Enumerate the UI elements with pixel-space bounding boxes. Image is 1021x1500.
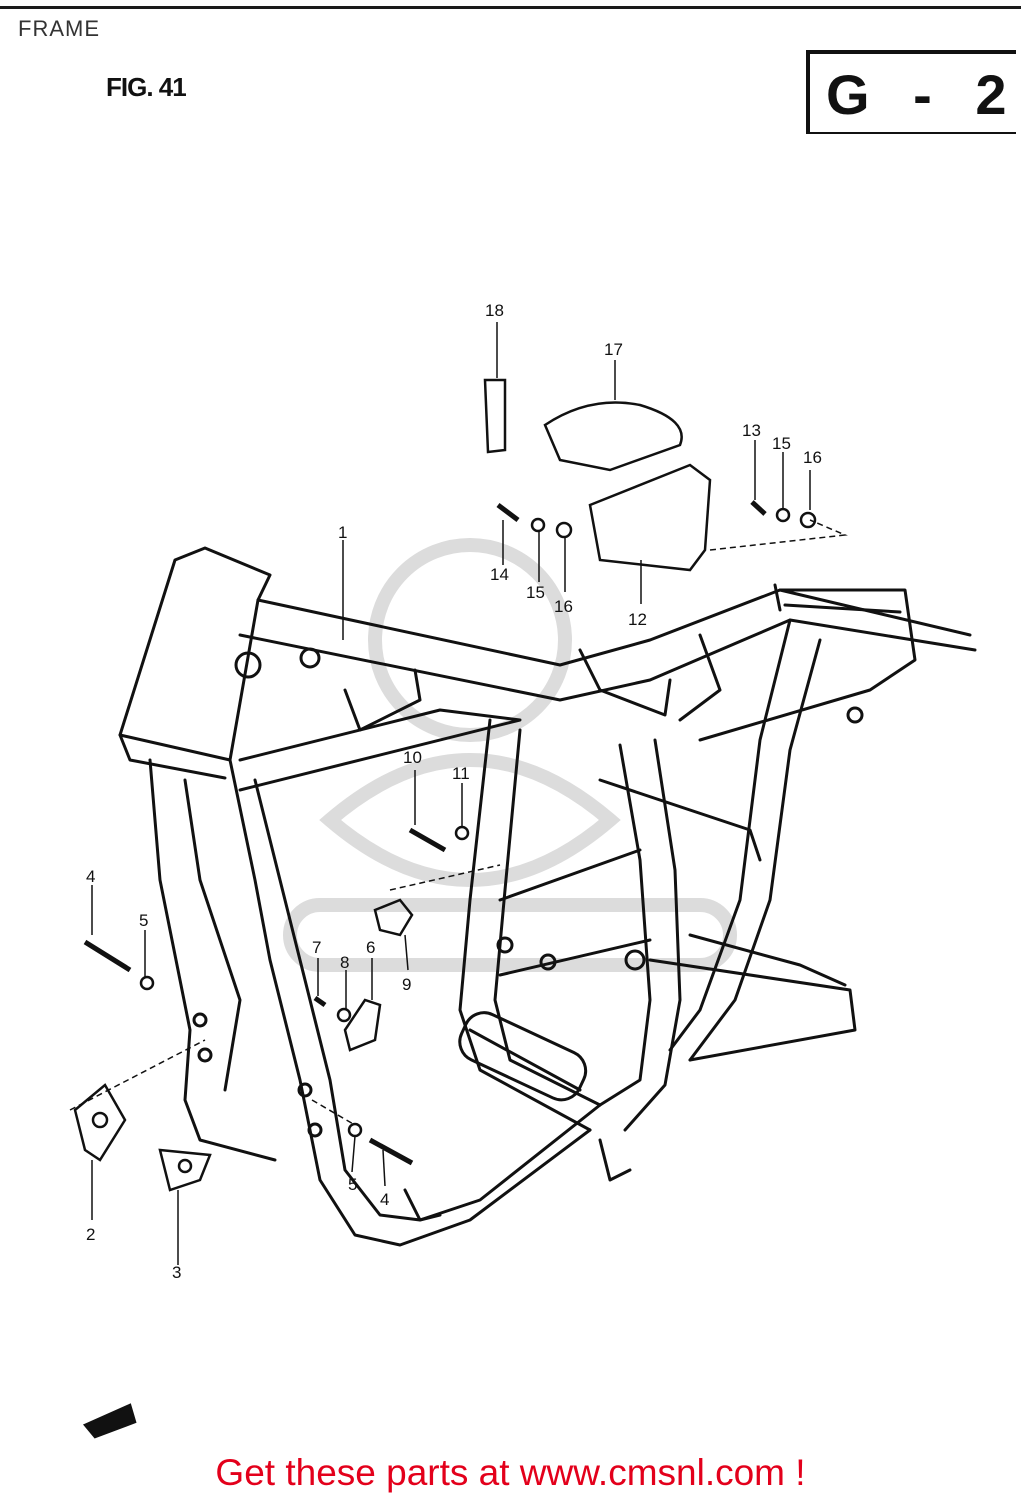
- leader-lines: [69, 322, 848, 1265]
- callout-16-left: 16: [554, 597, 573, 616]
- part-12-bracket: [588, 463, 712, 572]
- callout-5-lower: 5: [348, 1175, 357, 1194]
- group-code: G - 2: [826, 63, 1021, 126]
- callout-8: 8: [340, 953, 349, 972]
- callout-18: 18: [485, 301, 504, 320]
- callout-3: 3: [172, 1263, 181, 1282]
- top-rule: [0, 6, 1021, 9]
- main-frame: [118, 546, 977, 1247]
- callout-12: 12: [628, 610, 647, 629]
- callout-10: 10: [403, 748, 422, 767]
- callout-4-lower: 4: [380, 1190, 389, 1209]
- callout-5-upper: 5: [139, 911, 148, 930]
- callout-1: 1: [338, 523, 347, 542]
- callout-13: 13: [742, 421, 761, 440]
- callout-14: 14: [490, 565, 509, 584]
- callout-6: 6: [366, 938, 375, 957]
- callout-17: 17: [604, 340, 623, 359]
- group-code-box: [806, 50, 1016, 134]
- part-18-clamp: [483, 378, 507, 454]
- part-17-cover: [543, 401, 683, 472]
- callout-15-right: 15: [772, 434, 791, 453]
- small-parts: [73, 378, 817, 1439]
- callout-11: 11: [452, 764, 470, 783]
- callout-4-upper: 4: [86, 867, 95, 886]
- section-title: FRAME: [18, 16, 100, 41]
- callout-7: 7: [312, 938, 321, 957]
- callout-2: 2: [86, 1225, 95, 1244]
- watermark-logo: [283, 538, 737, 972]
- callout-15-left: 15: [526, 583, 545, 602]
- footer-link[interactable]: Get these parts at www.cmsnl.com !: [215, 1452, 806, 1493]
- callout-16-right: 16: [803, 448, 822, 467]
- callout-9: 9: [402, 975, 411, 994]
- figure-label: FIG. 41: [106, 72, 187, 102]
- callouts: 18 17 13 15 16 1 14 15 16 12 10 11 4 5 7…: [86, 301, 822, 1282]
